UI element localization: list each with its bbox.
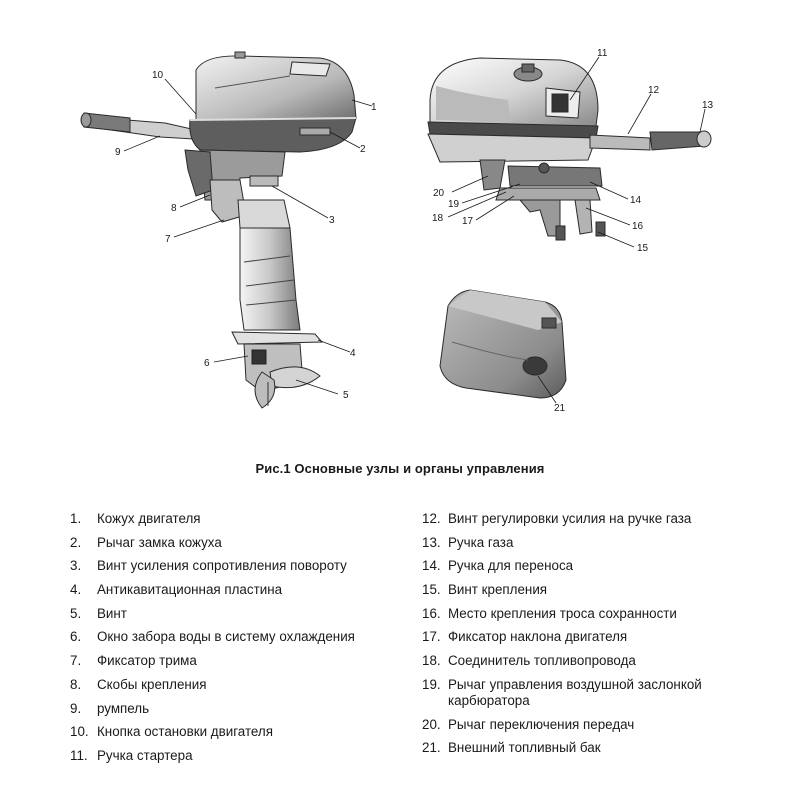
motor-side-view-illustration [80,51,357,409]
legend-item: 13. Ручка газа [422,535,762,559]
legend-item: 10. Кнопка остановки двигателя [70,724,400,748]
legend-text: Винт [97,605,127,621]
legend-text: Кнопка остановки двигателя [97,724,273,740]
legend-text: Скобы крепления [97,676,207,692]
callout-17: 17 [462,216,474,227]
callout-14: 14 [630,195,642,206]
legend-text: Антикавитационная пластина [97,582,283,598]
legend-text: Винт усиления сопротивления повороту [97,558,347,574]
legend-item: 11. Ручка стартера [70,748,400,772]
callout-20: 20 [433,188,445,199]
legend-text: Ручка газа [448,534,514,550]
legend-text: Рычаг переключения передач [448,716,635,732]
legend-number: 8. [70,676,82,692]
legend-number: 15. [422,582,441,598]
legend-number: 19. [422,676,441,692]
callout-13: 13 [702,100,714,111]
legend-list-left: 1. Кожух двигателя 2. Рычаг замка кожуха 3… [70,511,400,772]
callout-leader-lines [123,56,706,404]
legend-number: 18. [422,653,441,669]
legend-text: румпель [97,700,150,716]
legend-text: Фиксатор наклона двигателя [448,629,628,645]
legend-item: 2. Рычаг замка кожуха [70,535,400,559]
legend-item: 9. румпель [70,701,400,725]
legend-item: 5. Винт [70,606,400,630]
callout-6: 6 [204,358,210,369]
legend-number: 10. [70,724,89,740]
legend-number: 2. [70,534,82,550]
motor-rear-view-illustration [427,57,712,241]
legend-item: 4. Антикавитационная пластина [70,582,400,606]
callout-11: 11 [597,48,608,59]
legend-text: Винт регулировки усилия на ручке газа [448,511,692,526]
legend-number: 9. [70,700,82,716]
legend-text: Ручка стартера [97,747,193,763]
legend-text: Рычаг замка кожуха [97,534,222,550]
callout-19: 19 [448,199,460,210]
callout-8: 8 [171,203,177,214]
legend-number: 3. [70,558,82,574]
callout-18: 18 [432,213,444,224]
legend-list-right: 12. Винт регулировки усилия на ручке газа… [422,511,762,764]
callout-numbers: 1 2 3 4 5 6 7 8 9 10 11 12 13 14 15 16 1… [115,48,714,414]
legend-item: 16. Место крепления троса сохранности [422,606,762,630]
legend-item: 6. Окно забора воды в систему охлаждения [70,629,400,653]
legend-number: 21. [422,740,441,756]
legend-number: 14. [422,558,441,574]
callout-12: 12 [648,85,660,96]
callout-10: 10 [152,70,164,81]
callout-15: 15 [637,243,649,254]
outboard-motor-figure: 1 2 3 4 5 6 7 8 9 10 11 12 13 14 15 16 1… [80,48,714,414]
callout-21: 21 [554,403,566,414]
callout-3: 3 [329,215,335,226]
callout-5: 5 [343,390,349,401]
legend-number: 17. [422,629,441,645]
legend-number: 1. [70,511,82,526]
legend-number: 4. [70,582,82,598]
callout-2: 2 [360,144,366,155]
legend-item: 20. Рычаг переключения передач [422,717,762,741]
legend-item: 8. Скобы крепления [70,677,400,701]
legend-item: 21. Внешний топливный бак [422,740,762,764]
legend-item: 3. Винт усиления сопротивления повороту [70,558,400,582]
legend-text: Окно забора воды в систему охлаждения [97,629,355,645]
legend-item: 7. Фиксатор трима [70,653,400,677]
legend-item: 17. Фиксатор наклона двигателя [422,629,762,653]
legend-text: Внешний топливный бак [448,740,601,756]
figure-caption: Рис.1 Основные узлы и органы управления [255,461,545,476]
callout-9: 9 [115,147,121,158]
legend-text: Фиксатор трима [97,653,197,669]
legend-number: 11. [70,747,88,763]
legend-text: Рычаг управления воздушной заслонкой кар… [448,676,702,708]
legend-text: Ручка для переноса [448,558,574,574]
callout-16: 16 [632,221,644,232]
legend-text: Соединитель топливопровода [448,653,636,669]
legend-number: 5. [70,605,82,621]
legend-item: 12. Винт регулировки усилия на ручке газа [422,511,762,535]
legend-item: 15. Винт крепления [422,582,762,606]
legend-item: 19. Рычаг управления воздушной заслонкой … [422,677,762,717]
legend-text: Винт крепления [448,582,548,598]
callout-7: 7 [165,234,171,245]
legend-number: 6. [70,629,82,645]
legend-number: 7. [70,653,82,669]
legend-item: 18. Соединитель топливопровода [422,653,762,677]
legend-text: Кожух двигателя [97,511,201,526]
callout-4: 4 [350,348,356,359]
fuel-tank-illustration [439,289,567,399]
legend-number: 16. [422,605,441,621]
legend-number: 20. [422,716,441,732]
legend-item: 14. Ручка для переноса [422,558,762,582]
callout-1: 1 [371,102,377,113]
legend-item: 1. Кожух двигателя [70,511,400,535]
legend-number: 13. [422,534,441,550]
legend-text: Место крепления троса сохранности [448,605,677,621]
legend-number: 12. [422,511,441,526]
